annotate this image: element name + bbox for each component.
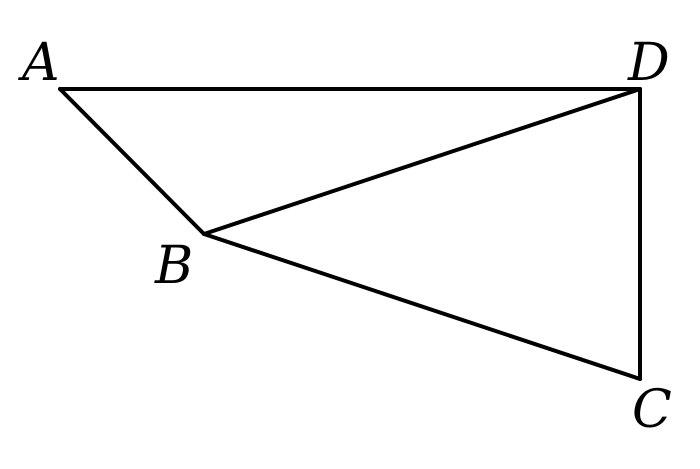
point-label-A: A bbox=[18, 33, 60, 93]
point-label-B: B bbox=[154, 236, 193, 296]
segment-BD bbox=[202, 87, 642, 236]
segment-AB bbox=[58, 87, 206, 236]
point-label-D: D bbox=[627, 33, 670, 93]
segment-BC bbox=[202, 232, 642, 381]
point-label-C: C bbox=[632, 380, 672, 440]
